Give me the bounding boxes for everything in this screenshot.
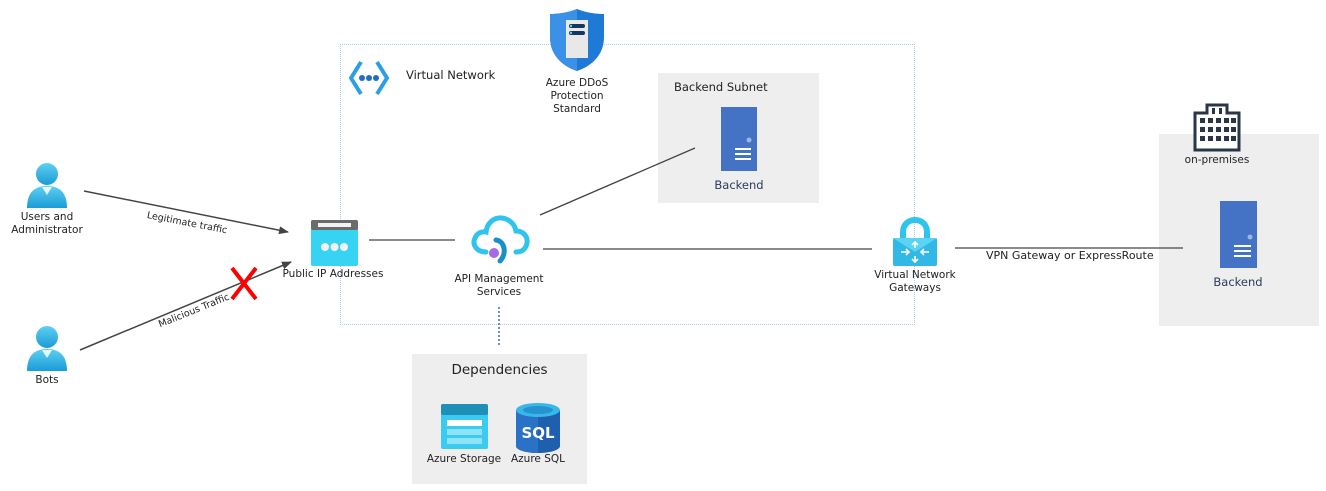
vnet-gateway-icon (893, 216, 937, 266)
malicious-traffic-arrow (79, 261, 292, 351)
api-management-icon (471, 215, 530, 264)
building-icon (1193, 103, 1241, 152)
azure-sql-icon: SQL (516, 403, 560, 453)
backend-server-icon (721, 107, 757, 171)
bot-icon (27, 326, 67, 371)
azure-storage-label: Azure Storage (426, 453, 502, 465)
public-ip-icon (311, 220, 358, 266)
onprem-server-icon (1220, 201, 1257, 268)
virtual-network-boundary (340, 44, 915, 325)
sql-glyph: SQL (521, 424, 555, 442)
dependencies-title: Dependencies (451, 362, 548, 378)
ddos-label: Azure DDoS Protection Standard (545, 77, 609, 115)
users-label: Users and Administrator (11, 211, 83, 236)
legit-traffic-arrow (83, 190, 289, 235)
backend-subnet-server-label: Backend (714, 178, 764, 192)
api-management-label: API Management Services (454, 273, 544, 298)
apim-to-backend-line (539, 147, 696, 216)
virtual-network-icon (349, 60, 389, 96)
ddos-shield-icon (550, 9, 604, 71)
azure-sql-label: Azure SQL (510, 453, 565, 465)
virtual-network-label: Virtual Network (406, 68, 496, 82)
vpn-label: VPN Gateway or ExpressRoute (986, 249, 1154, 262)
on-premises-label: on-premises (1184, 154, 1250, 166)
user-icon (27, 163, 67, 208)
onprem-server-label: Backend (1213, 275, 1263, 289)
vnet-gateway-label: Virtual Network Gateways (874, 269, 956, 294)
bots-label: Bots (35, 374, 59, 386)
backend-subnet-title: Backend Subnet (674, 80, 768, 94)
public-ip-label: Public IP Addresses (282, 268, 384, 280)
blocked-x-icon (230, 266, 258, 301)
azure-storage-icon (441, 404, 488, 449)
